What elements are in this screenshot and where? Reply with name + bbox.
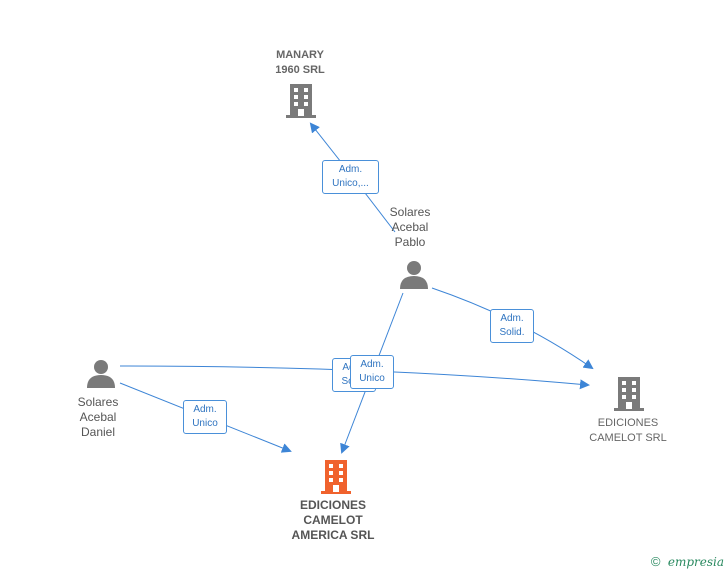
america-label-line1: EDICIONES <box>299 498 366 512</box>
node-label-daniel: Solares Acebal Daniel <box>58 395 138 440</box>
edge-label-line1: Adm. <box>193 404 217 415</box>
daniel-label-line3: Daniel <box>80 425 116 439</box>
pablo-label-line1: Solares <box>389 205 431 219</box>
footer-brand: © empresia <box>651 554 724 569</box>
camelot-label-line1: EDICIONES <box>597 417 659 429</box>
node-label-camelot: EDICIONES CAMELOT SRL <box>572 416 684 446</box>
edge-label-line1: Adm. <box>500 313 524 324</box>
person-icon[interactable] <box>399 259 429 289</box>
edge-label-line2: Solid. <box>499 327 525 338</box>
brand-logo: empresia <box>667 555 724 569</box>
edge-label-line1: Adm. <box>360 359 384 370</box>
pablo-label-line2: Acebal <box>391 220 429 234</box>
daniel-label-line2: Acebal <box>79 410 117 424</box>
building-icon[interactable] <box>286 84 316 118</box>
node-label-america: EDICIONES CAMELOT AMERICA SRL <box>273 498 393 543</box>
camelot-label-line2: CAMELOT SRL <box>589 432 667 444</box>
building-icon[interactable] <box>614 377 644 411</box>
node-label-manary: MANARY 1960 SRL <box>250 48 350 78</box>
manary-label-line2: 1960 SRL <box>275 64 325 76</box>
edge-label-pablo-manary[interactable]: Adm. Unico,... <box>322 160 379 194</box>
edge-label-line2: Unico,... <box>332 178 369 189</box>
edge-label-pablo-america[interactable]: Adm. Unico <box>350 355 394 389</box>
pablo-label-line3: Pablo <box>394 235 426 249</box>
copyright-symbol: © <box>650 554 661 569</box>
america-label-line2: CAMELOT <box>303 513 363 527</box>
edge-label-daniel-america[interactable]: Adm. Unico <box>183 400 227 434</box>
building-icon-focus[interactable] <box>321 460 351 494</box>
person-icon[interactable] <box>86 358 116 388</box>
edge-label-line1: Adm. <box>338 164 363 175</box>
edge-label-line2: Unico <box>192 418 218 429</box>
edge-label-line2: Unico <box>359 373 385 384</box>
node-label-pablo: Solares Acebal Pablo <box>370 205 450 250</box>
america-label-line3: AMERICA SRL <box>291 528 375 542</box>
manary-label-line1: MANARY <box>276 49 324 61</box>
edge-label-pablo-camelot[interactable]: Adm. Solid. <box>490 309 534 343</box>
daniel-label-line1: Solares <box>77 395 119 409</box>
